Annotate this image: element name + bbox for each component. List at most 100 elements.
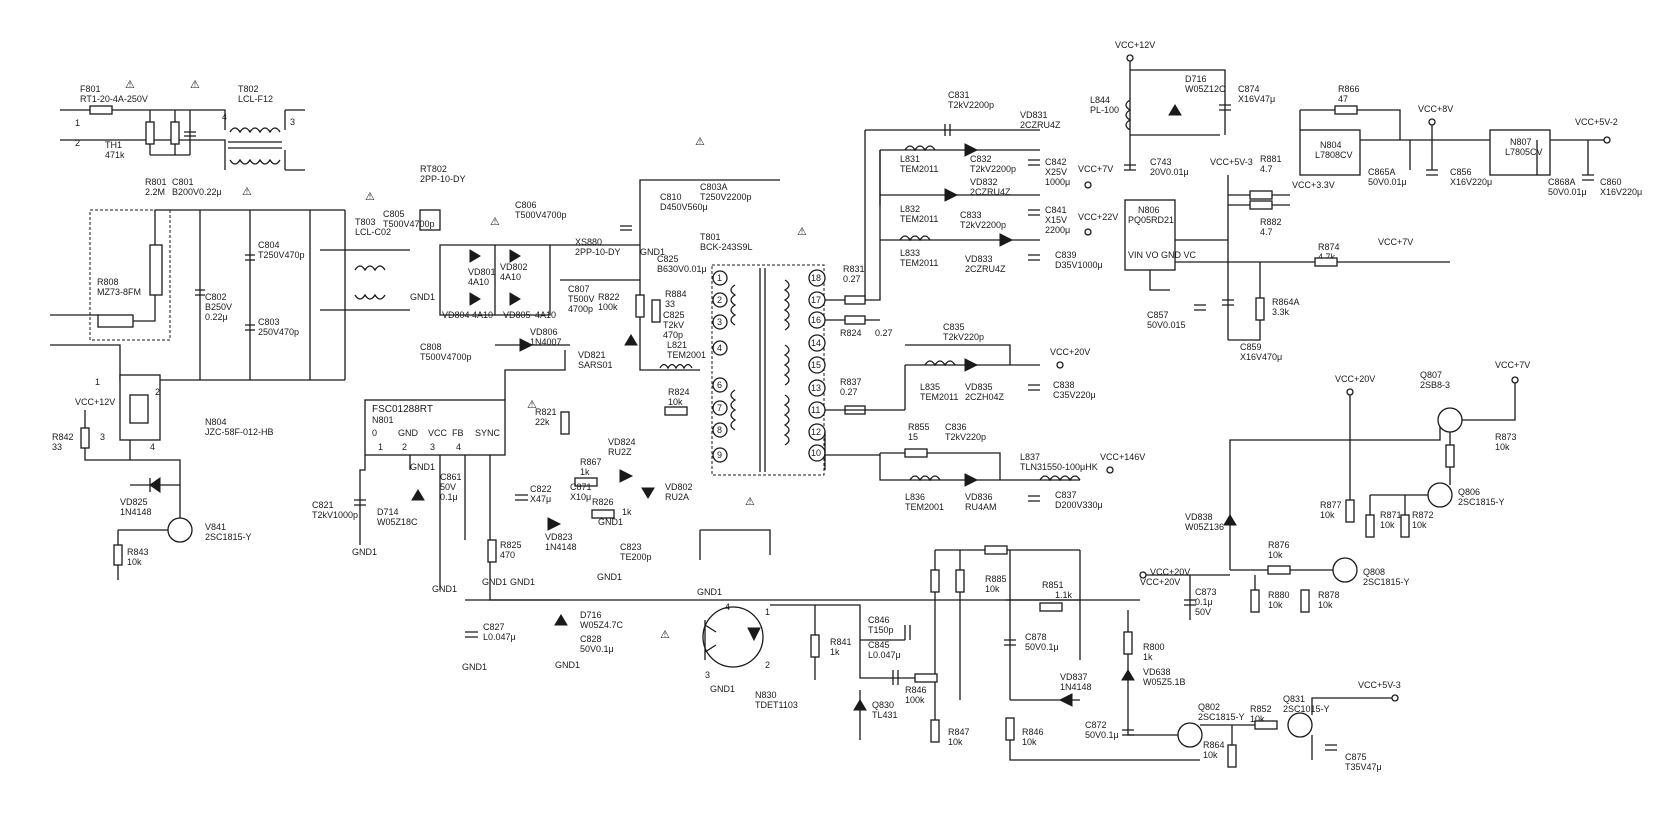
resistor-r877 [1345,499,1355,523]
label: D716 [580,610,602,620]
label: 2SB8-3 [1420,380,1450,390]
diode-vd801 [469,249,481,263]
label: 15 [908,432,918,442]
label: W05Z5.1B [1143,677,1186,687]
diode-vd831 [964,143,979,157]
label: N804 [205,417,227,427]
capacitor-c839 [1028,254,1040,261]
resistor-r867 [574,477,598,487]
resistor-r800 [1123,631,1133,655]
label: TEM2011 [920,392,958,402]
label: R884 [665,289,687,299]
label: 100k [905,695,925,705]
bridge-rectifier-section: RT802 2PP-10-DY T803 LCL-C02 C805 T500V4… [320,135,807,380]
label: L836 [905,492,925,502]
label: C872 [1085,720,1107,730]
label: 10k [1250,714,1265,724]
rail-label: VCC+5V-3 [1358,680,1401,690]
resistor-r876 [1267,565,1291,575]
label: PL-100 [1090,105,1119,115]
resistor-r808b [97,314,134,328]
warning-icon: ⚠ [242,185,252,198]
label: N806 [1138,205,1160,215]
label: 0.1μ [440,492,458,502]
label: VD824 [608,437,636,447]
capacitor-c846 [904,625,911,640]
resistor-r842 [80,427,90,449]
diode-vd832 [944,188,959,202]
label: R822 [598,292,620,302]
terminal [1511,376,1519,384]
label: 0.27 [843,274,861,284]
resistor-r824 [664,406,688,416]
label: 1000μ [1045,177,1070,187]
label: C835 [943,322,965,332]
ground-label: GND1 [710,684,735,694]
diode-vd823 [547,517,562,531]
terminal [1346,388,1354,396]
zener-d716 [1168,104,1182,116]
pin-label: 12 [811,427,821,437]
label: R872 [1412,510,1434,520]
diode-vd835 [964,358,979,372]
diode-vd836 [964,473,979,487]
pin-label: VCC [428,428,448,438]
pin-label: 3 [430,442,435,452]
ground-label: GND1 [697,587,722,597]
label: 50V0.01μ [1368,177,1407,187]
resistor-r874 [1314,257,1338,267]
pin-label: 17 [811,295,821,305]
pin-label: 7 [717,403,722,413]
ic-n801 [364,399,506,456]
zener-vd838 [1223,514,1237,526]
label: C856 [1450,167,1472,177]
label: R874 [1318,242,1340,252]
resistor-r866 [1334,105,1358,115]
label: 10k [1268,550,1283,560]
resistor-r885 [984,545,1008,555]
label: C865A [1368,167,1396,177]
label: 0.27 [840,387,858,397]
diode-vd833 [999,233,1014,247]
label: 10k [1318,600,1333,610]
label: TH1 [105,140,122,150]
pin-label: 2 [717,295,722,305]
resistor-r808 [149,244,163,296]
label: 0.1μ [1195,597,1213,607]
label: RU2Z [608,447,632,457]
label: Q831 [1283,694,1305,704]
mains-input-section: F801 RT1-20-4A-250V TH1 471k R801 2.2M C… [50,78,345,580]
resistor-r846a [914,673,938,683]
label: TL431 [872,710,898,720]
resistor-r884 [651,299,661,323]
label: VD837 [1060,672,1088,682]
inductor-l844 [1125,99,1132,131]
label: N804 [1320,140,1342,150]
ground-label: GND1 [598,517,623,527]
resistor-r831 [844,295,866,305]
label: R801 [145,177,167,187]
warning-icon: ⚠ [125,78,135,91]
label: F801 [80,84,101,94]
resistor-r864 [1227,744,1237,768]
label: R885 [985,574,1007,584]
label: C875 [1345,752,1367,762]
capacitor-c801 [184,131,196,137]
label: Q808 [1363,567,1385,577]
label: L7808CV [1315,150,1353,160]
resistor-r801b [170,121,180,145]
label: C861 [440,472,462,482]
line-filter-t802: T802 LCL-F12 4 3 [205,84,305,171]
diode-vd805 [509,292,521,306]
label: C838 [1053,380,1075,390]
resistor-r801a [145,121,155,145]
label: 20V0.01μ [1150,167,1189,177]
terminal [1428,118,1436,126]
label: TEM2011 [900,258,938,268]
label: Q802 [1198,702,1220,712]
regulator-n804 [1299,129,1361,176]
label: BCK-243S9L [700,242,753,252]
label: N807 [1510,137,1532,147]
resistor-r852 [1254,720,1278,730]
terminal [1126,54,1134,62]
